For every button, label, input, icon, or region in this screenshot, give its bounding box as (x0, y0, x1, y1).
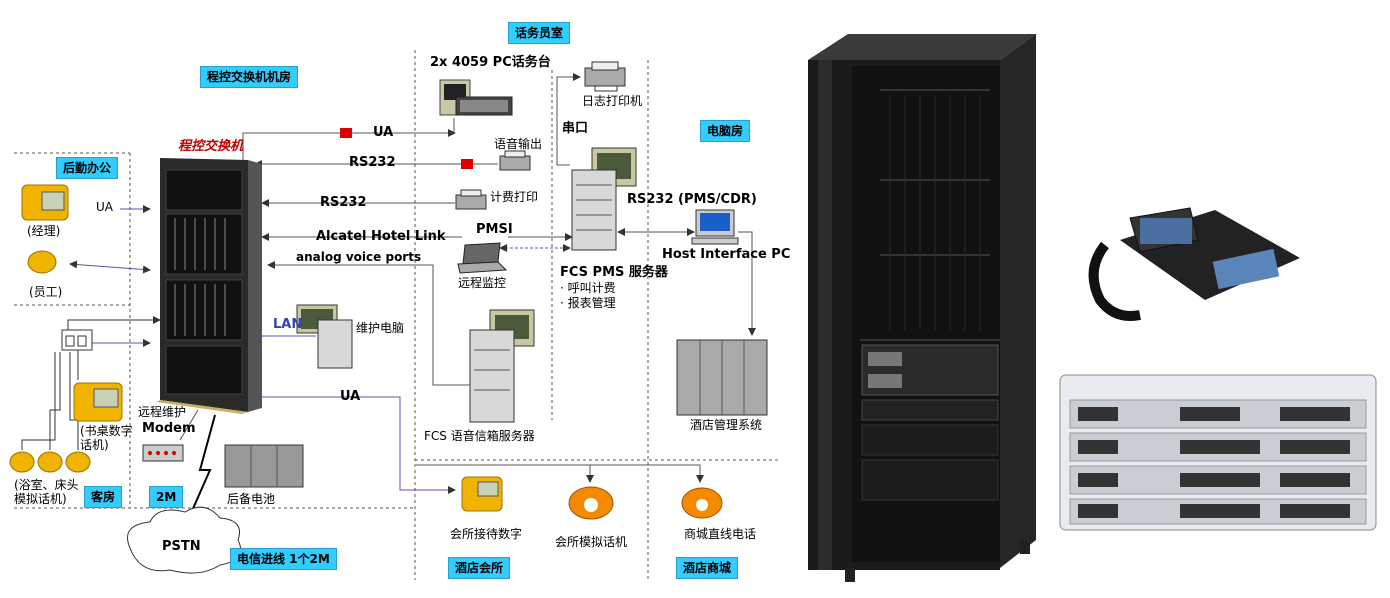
red-marker-rs232 (461, 159, 473, 169)
club-analog-label: 会所模拟话机 (555, 535, 628, 549)
analog-ports-label: analog voice ports (296, 250, 422, 264)
fcs-report-label: · 报表管理 (560, 296, 616, 310)
voice-out-label: 语音输出 (494, 137, 543, 151)
console-icon (439, 79, 513, 116)
jack-box-icon (61, 329, 93, 351)
maint-pc-icon (296, 304, 353, 369)
pbx-cabinet-icon (156, 158, 262, 414)
pbx-chassis-icon (1059, 374, 1377, 531)
billing-printer-icon (455, 189, 487, 210)
voicemail-server-icon (469, 309, 535, 423)
rs232-pms-label: RS232 (PMS/CDR) (627, 192, 757, 207)
ua-top-label: UA (373, 125, 394, 140)
hotel-system-icon (676, 339, 768, 416)
log-printer-icon (584, 61, 626, 92)
hotel-link-label: Alcatel Hotel Link (316, 229, 446, 244)
desk-phone-label: (书桌数字话机) (80, 424, 133, 452)
fcs-pms-label: FCS PMS 服务器 (560, 265, 668, 280)
staff-phone-icon (27, 250, 57, 274)
voicemail-label: FCS 语音信箱服务器 (424, 429, 535, 443)
zone-computer-room: 电脑房 (700, 120, 751, 142)
manager-label: (经理) (27, 224, 61, 238)
bath-phone-label: (浴室、床头模拟话机) (14, 478, 79, 506)
big-rack-icon (808, 34, 1036, 582)
lan-label: LAN (273, 317, 303, 332)
laptop-icon (457, 242, 508, 274)
modem-label: Modem (142, 421, 196, 436)
pmsi-label: PMSI (476, 222, 513, 237)
remote-maint-label: 远程维护 (138, 405, 187, 419)
billing-printer-label: 计费打印 (490, 190, 539, 204)
host-pc-label: Host Interface PC (662, 247, 791, 262)
log-printer-label: 日志打印机 (582, 94, 643, 108)
bath-phone-icons (9, 451, 91, 473)
ua-left-label: UA (96, 200, 113, 214)
console-label: 2x 4059 PC话务台 (430, 55, 551, 70)
maint-pc-label: 维护电脑 (356, 321, 405, 335)
pbx-label: 程控交换机 (178, 139, 244, 154)
zone-borders (14, 50, 780, 580)
voice-printer-icon (499, 150, 531, 171)
battery-icon (224, 444, 304, 488)
pstn-label: PSTN (162, 539, 201, 554)
club-analog-phone-icon (568, 486, 614, 520)
zone-guest-room: 客房 (84, 486, 123, 508)
rs232-a-label: RS232 (349, 155, 396, 170)
ua-bottom-label: UA (340, 389, 361, 404)
mall-phone-icon (681, 487, 723, 519)
manager-phone-icon (21, 184, 69, 221)
zone-telecom-trunk: 电信进线 1个2M (230, 548, 337, 570)
modem-icon (142, 444, 184, 462)
battery-label: 后备电池 (227, 492, 276, 506)
fcs-server-icon (571, 147, 637, 251)
remote-monitor-label: 远程监控 (458, 276, 507, 290)
serial-label: 串口 (562, 121, 589, 136)
zone-logistics-office: 后勤办公 (56, 157, 119, 179)
zone-operator-room: 话务员室 (508, 22, 571, 44)
zone-mall: 酒店商城 (676, 557, 739, 579)
club-digital-label: 会所接待数字 (450, 527, 523, 541)
zone-club: 酒店会所 (448, 557, 511, 579)
club-digital-phone-icon (461, 476, 503, 512)
pstn-cloud-icon (127, 506, 242, 574)
ip-phone-icon (1088, 207, 1300, 321)
zone-2m: 2M (149, 486, 184, 508)
mall-phone-label: 商城直线电话 (684, 527, 757, 541)
rs232-b-label: RS232 (320, 195, 367, 210)
host-pc-icon (691, 209, 739, 245)
staff-label: (员工) (29, 285, 63, 299)
hotel-mgmt-label: 酒店管理系统 (690, 418, 763, 432)
desk-phone-icon (73, 382, 123, 422)
fcs-bill-label: · 呼叫计费 (560, 281, 616, 295)
red-marker-ua (340, 128, 352, 138)
zone-pbx-room: 程控交换机机房 (200, 66, 299, 88)
